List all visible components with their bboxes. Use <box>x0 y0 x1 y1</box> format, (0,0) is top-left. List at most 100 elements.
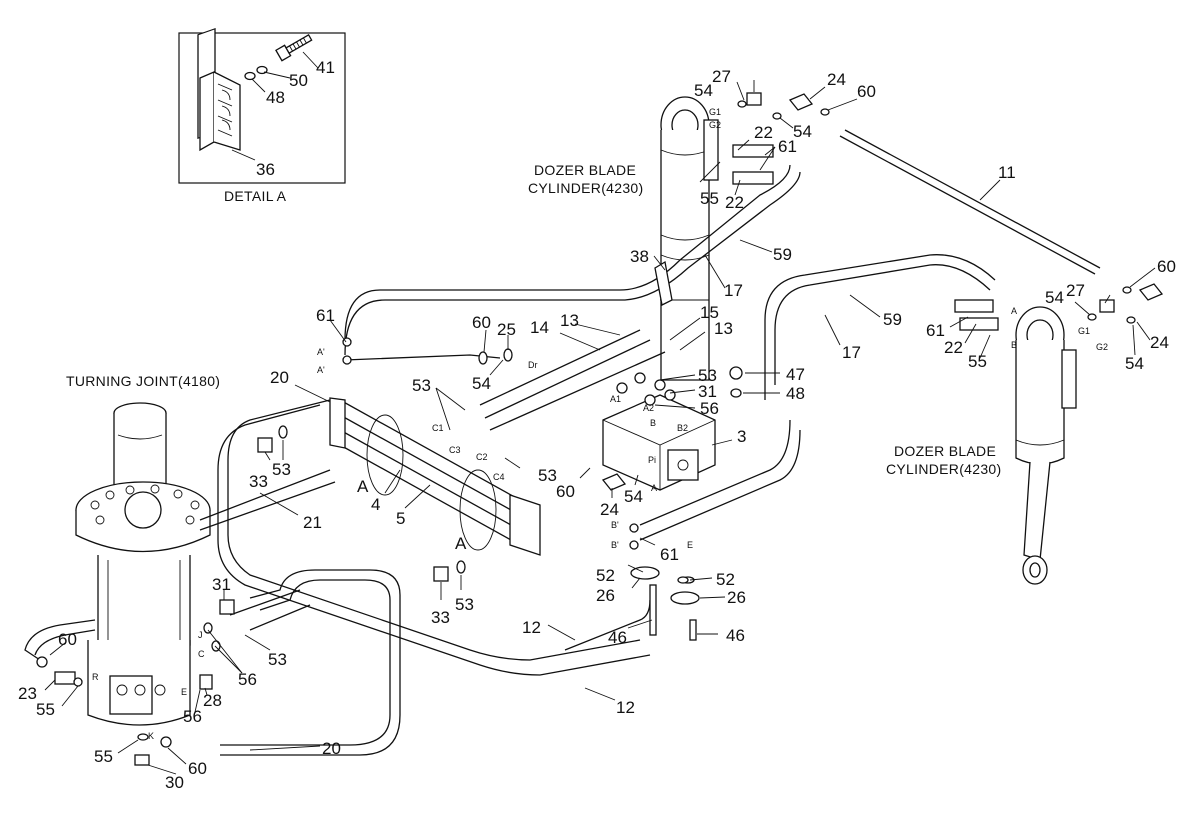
turning-joint <box>75 402 211 726</box>
callout-52-right: 52 <box>716 570 735 589</box>
callout-54-upper: 54 <box>694 81 713 100</box>
callout-3: 3 <box>737 427 746 446</box>
callout-60-upper: 60 <box>857 82 876 101</box>
hose-lines <box>24 129 1101 756</box>
callout-22-lower: 22 <box>944 338 963 357</box>
detail-a-label: DETAIL A <box>224 188 287 204</box>
port-g2-upper: G2 <box>709 120 721 130</box>
callout-48: 48 <box>266 88 285 107</box>
text-labels: DOZER BLADE CYLINDER(4230) DOZER BLADE C… <box>66 162 1001 553</box>
callout-36: 36 <box>256 160 275 179</box>
callout-17-lower: 17 <box>842 343 861 362</box>
section-a-left: A <box>357 477 369 496</box>
callout-55-joint: 55 <box>36 700 55 719</box>
callout-31-joint: 31 <box>212 575 231 594</box>
callout-4: 4 <box>371 495 380 514</box>
callout-53-bottom: 53 <box>455 595 474 614</box>
callout-22-upper: 22 <box>754 123 773 142</box>
port-a1: A1 <box>610 394 621 404</box>
section-a-right: A <box>455 534 467 553</box>
callout-14: 14 <box>530 318 549 337</box>
port-a-prime: A' <box>317 347 325 357</box>
callout-60-bottom: 60 <box>188 759 207 778</box>
port-labels: G1 G2 G1 G2 A' A' Dr C1 C3 C2 C4 A1 A2 B… <box>92 107 1108 741</box>
port-b2: B2 <box>677 423 688 433</box>
callout-5: 5 <box>396 509 405 528</box>
callout-22-upper-2: 22 <box>725 193 744 212</box>
port-a-valve: A <box>651 483 657 493</box>
callout-33-left: 33 <box>249 472 268 491</box>
manifold-tubes <box>329 397 541 556</box>
callout-24-valve: 24 <box>600 500 619 519</box>
port-c4: C4 <box>493 472 505 482</box>
upper-dozer-blade-cylinder <box>660 96 719 381</box>
port-e: E <box>687 540 693 550</box>
callout-27-lower: 27 <box>1066 281 1085 300</box>
port-pi: Pi <box>648 455 656 465</box>
callout-54-lower-2: 54 <box>1125 354 1144 373</box>
callout-12-upper: 12 <box>522 618 541 637</box>
callout-55-upper: 55 <box>700 189 719 208</box>
callout-61-lower: 61 <box>926 321 945 340</box>
port-a2: A2 <box>643 403 654 413</box>
callout-55-bottom: 55 <box>94 747 113 766</box>
callout-15: 15 <box>700 303 719 322</box>
callout-20-upper: 20 <box>270 368 289 387</box>
callout-53-left: 53 <box>272 460 291 479</box>
port-dr: Dr <box>528 360 538 370</box>
port-c2: C2 <box>476 452 488 462</box>
callout-47: 47 <box>786 365 805 384</box>
callout-50: 50 <box>289 71 308 90</box>
callout-12-lower: 12 <box>616 698 635 717</box>
callout-46-right: 46 <box>726 626 745 645</box>
port-k: K <box>148 731 154 741</box>
callout-56-joint-2: 56 <box>183 707 202 726</box>
port-c3: C3 <box>449 445 461 455</box>
callout-54-valve: 54 <box>624 487 643 506</box>
callout-52-left: 52 <box>596 566 615 585</box>
lower-cylinder-label-line1: DOZER BLADE <box>894 443 996 459</box>
port-j: J <box>198 630 203 640</box>
callout-53-c4: 53 <box>538 466 557 485</box>
callout-60-valve: 60 <box>556 482 575 501</box>
leader-lines <box>44 80 1156 775</box>
port-c: C <box>198 649 205 659</box>
callout-48-valve: 48 <box>786 384 805 403</box>
callout-13-right: 13 <box>714 319 733 338</box>
callout-59-lower: 59 <box>883 310 902 329</box>
upper-cylinder-label-line2: CYLINDER(4230) <box>528 180 643 196</box>
port-b: B <box>650 418 656 428</box>
port-b-cylinder: B <box>1011 340 1017 350</box>
port-r: R <box>92 672 99 682</box>
callout-11: 11 <box>998 163 1016 182</box>
callout-numbers: 27 54 24 60 54 22 61 55 22 11 60 59 38 1… <box>18 67 1176 792</box>
callout-61-upper: 61 <box>778 137 797 156</box>
callout-26-right: 26 <box>727 588 746 607</box>
callout-60-mid: 60 <box>472 313 491 332</box>
port-b-prime: B' <box>611 520 619 530</box>
callout-26-left: 26 <box>596 586 615 605</box>
callout-60-joint: 60 <box>58 630 77 649</box>
callout-31-valve: 31 <box>698 382 717 401</box>
callout-54-mid: 54 <box>472 374 491 393</box>
callout-33-bottom: 33 <box>431 608 450 627</box>
callout-30: 30 <box>165 773 184 792</box>
callout-56-valve: 56 <box>700 399 719 418</box>
callout-59-upper: 59 <box>773 245 792 264</box>
upper-cylinder-label-line1: DOZER BLADE <box>534 162 636 178</box>
port-b-prime-2: B' <box>611 540 619 550</box>
callout-28: 28 <box>203 691 222 710</box>
port-e-joint: E <box>181 687 187 697</box>
callout-21: 21 <box>303 513 322 532</box>
callout-41: 41 <box>316 58 335 77</box>
callout-24-upper: 24 <box>827 70 846 89</box>
callout-25: 25 <box>497 320 516 339</box>
callout-54-lower: 54 <box>1045 288 1064 307</box>
lower-cylinder-label-line2: CYLINDER(4230) <box>886 461 1001 477</box>
callout-38: 38 <box>630 247 649 266</box>
port-g1-upper: G1 <box>709 107 721 117</box>
callout-60-right: 60 <box>1157 257 1176 276</box>
port-a-prime-2: A' <box>317 365 325 375</box>
callout-53-mid: 53 <box>412 376 431 395</box>
callout-53-valve: 53 <box>698 366 717 385</box>
